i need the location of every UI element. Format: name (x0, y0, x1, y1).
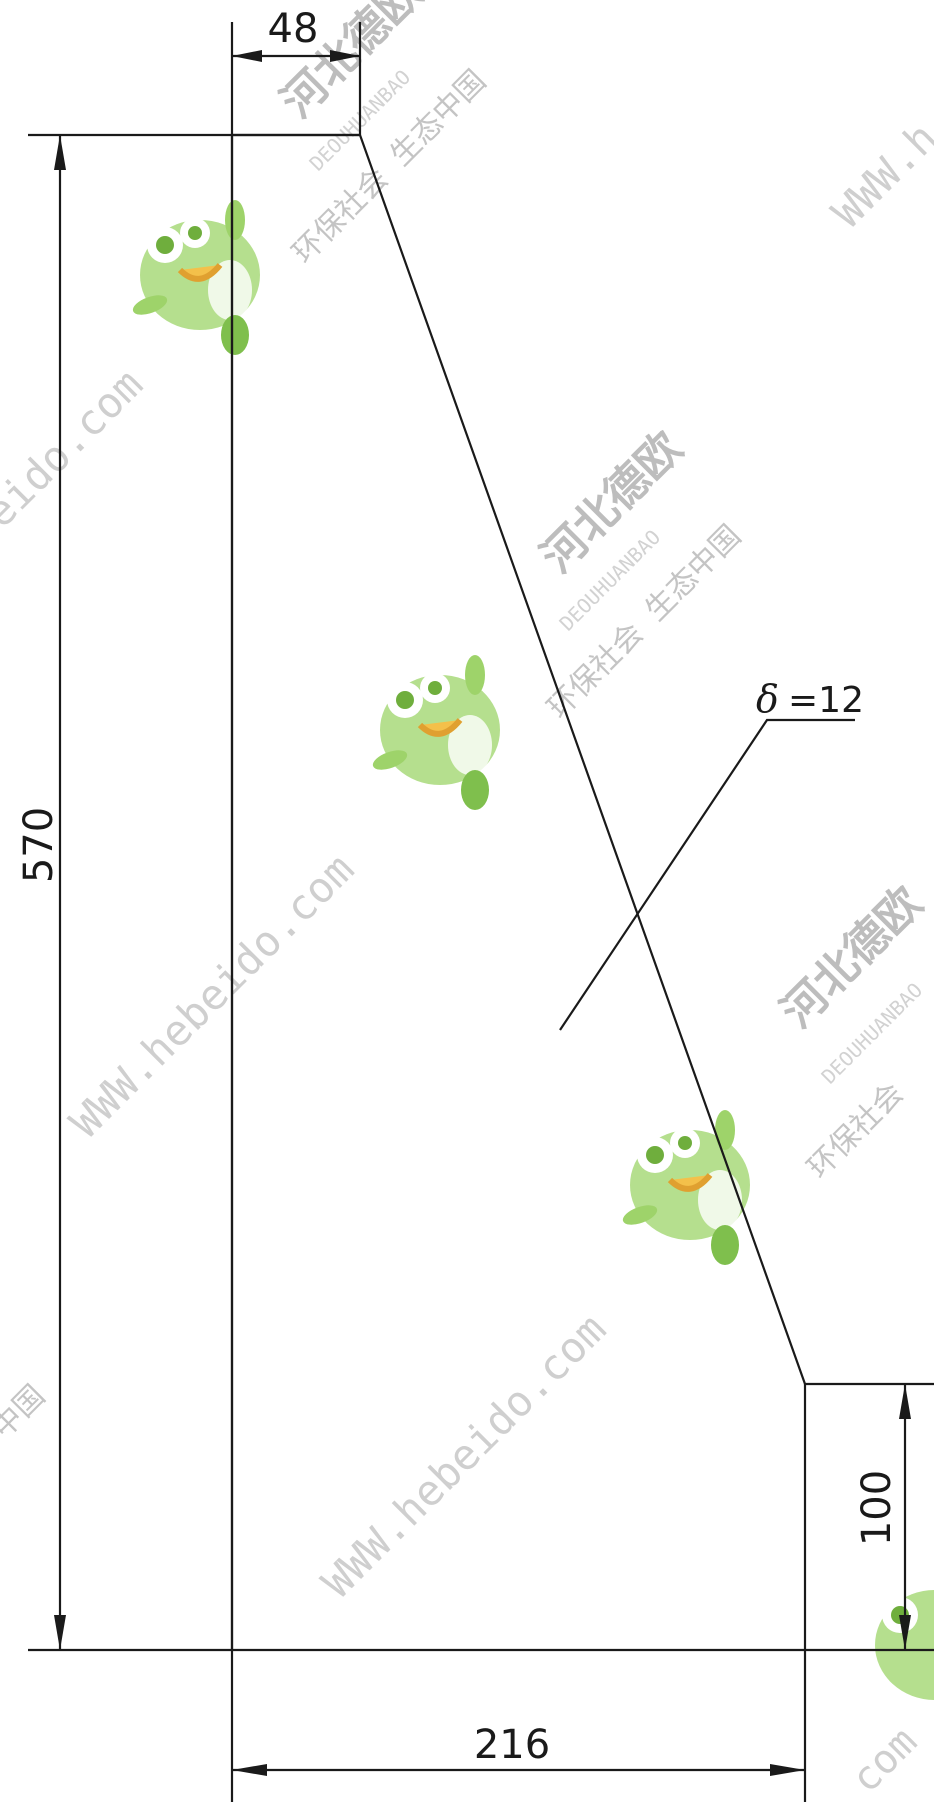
arrow-width-right (770, 1764, 805, 1776)
watermark-slogan-3: 环保社会 (801, 1076, 911, 1186)
arrowheads (54, 50, 911, 1776)
frog-mascot-icon (132, 200, 260, 355)
watermark-url-partial-left: eido.com (0, 359, 152, 537)
arrow-height-bottom (54, 1615, 66, 1650)
dimension-label-step: 100 (854, 1470, 900, 1546)
frog-mascot-icon (372, 655, 500, 810)
frog-mascot-icon (622, 1110, 750, 1265)
arrow-step-bottom (899, 1615, 911, 1650)
watermark-url-2: WWW.hebeido.com (312, 1304, 615, 1607)
dimension-labels: 48 570 100 216 δ =12 (16, 6, 900, 1768)
arrow-step-top (899, 1384, 911, 1419)
dimension-label-height: 570 (16, 807, 62, 883)
thickness-symbol: δ (756, 677, 779, 721)
arrow-top-offset-left (232, 50, 262, 62)
dimension-label-top-offset: 48 (268, 6, 319, 52)
arrow-height-top (54, 135, 66, 170)
thickness-leader-line (559, 718, 855, 1031)
dimension-label-width: 216 (474, 1722, 550, 1768)
watermark-company-2: 河北德欧 (532, 422, 693, 583)
arrow-top-offset-right (330, 50, 360, 62)
watermark-url-partial-right: com (843, 1718, 927, 1802)
arrow-width-left (232, 1764, 267, 1776)
watermark-url-partial-top-right: WWW.h (822, 113, 934, 237)
watermark-url-1: WWW.hebeido.com (60, 844, 363, 1147)
watermark-fragment-guo: 中国 (0, 1378, 52, 1445)
geometry-layer (28, 22, 934, 1802)
thickness-value: =12 (788, 680, 864, 721)
